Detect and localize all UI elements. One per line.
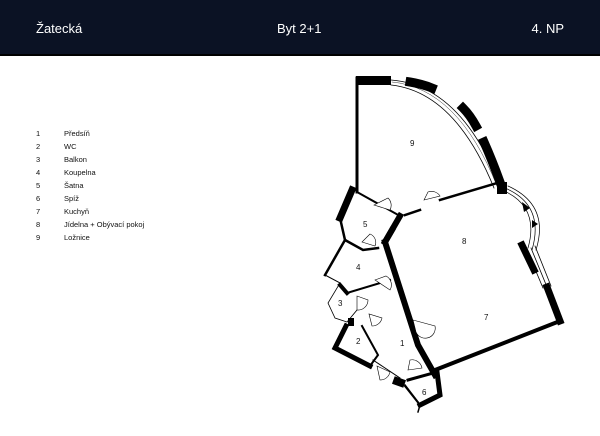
unit-type: Byt 2+1 — [277, 21, 322, 36]
door — [374, 275, 392, 291]
legend-number: 6 — [36, 194, 41, 203]
legend-item: 7 Kuchyň — [36, 205, 144, 218]
legend-number: 9 — [36, 233, 41, 242]
legend-number: 3 — [36, 155, 41, 164]
room-label-5: 5 — [363, 220, 368, 229]
room-label-2: 2 — [356, 337, 361, 346]
room-legend: 1 Předsíň 2 WC 3 Balkon 4 Koupelna 5 Šatna 6 S… — [36, 127, 144, 244]
legend-number: 7 — [36, 207, 41, 216]
room-label-4: 4 — [356, 263, 361, 272]
door — [373, 197, 392, 211]
legend-item: 1 Předsíň — [36, 127, 144, 140]
legend-item: 9 Ložnice — [36, 231, 144, 244]
door — [356, 295, 369, 311]
legend-item: 8 Jídelna + Obývací pokoj — [36, 218, 144, 231]
legend-room-name: Balkon — [64, 155, 87, 164]
legend-item: 6 Spíž — [36, 192, 144, 205]
room-label-8: 8 — [462, 237, 467, 246]
street-name: Žatecká — [36, 21, 83, 36]
floor-label: 4. NP — [531, 21, 564, 36]
room-labels: 1 2 3 4 5 6 7 8 9 — [338, 139, 489, 397]
door — [361, 233, 376, 247]
legend-room-name: WC — [64, 142, 77, 151]
legend-number: 1 — [36, 129, 41, 138]
door — [368, 313, 383, 327]
legend-room-name: Jídelna + Obývací pokoj — [64, 220, 145, 229]
page-header: Žatecká Byt 2+1 4. NP — [0, 0, 600, 56]
legend-room-name: Ložnice — [64, 233, 90, 242]
legend-item: 3 Balkon — [36, 153, 144, 166]
legend-room-name: Kuchyň — [64, 207, 90, 216]
door — [376, 365, 391, 381]
door — [407, 359, 423, 371]
legend-number: 4 — [36, 168, 41, 177]
legend-item: 2 WC — [36, 140, 144, 153]
legend-item: 4 Koupelna — [36, 166, 144, 179]
legend-room-name: Koupelna — [64, 168, 96, 177]
door — [423, 191, 441, 201]
room-label-1: 1 — [400, 339, 405, 348]
room-label-3: 3 — [338, 299, 343, 308]
legend-number: 8 — [36, 220, 41, 229]
legend-item: 5 Šatna — [36, 179, 144, 192]
legend-room-name: Spíž — [64, 194, 80, 203]
room-label-6: 6 — [422, 388, 427, 397]
room-label-9: 9 — [410, 139, 415, 148]
door — [412, 319, 436, 339]
room-label-7: 7 — [484, 313, 489, 322]
legend-room-name: Šatna — [64, 181, 84, 190]
legend-room-name: Předsíň — [64, 129, 90, 138]
legend-number: 2 — [36, 142, 41, 151]
legend-number: 5 — [36, 181, 41, 190]
